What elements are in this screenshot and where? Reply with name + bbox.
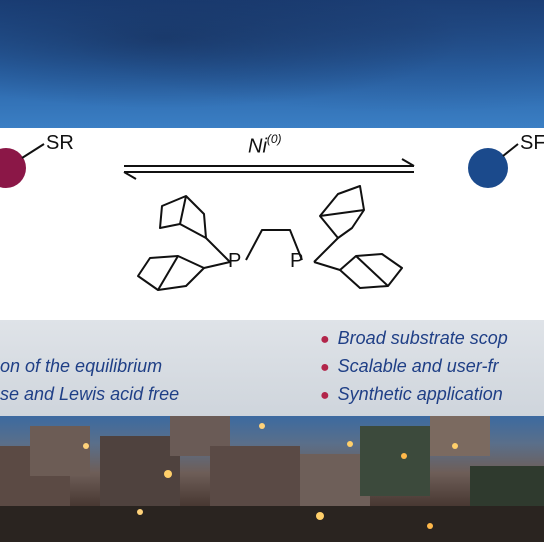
town-drawing	[0, 416, 544, 542]
right-bullet-2: ● Scalable and user-fr	[320, 356, 498, 377]
left-sphere	[0, 148, 26, 188]
town-background	[0, 416, 544, 542]
sky-background	[0, 0, 544, 128]
right-bullet-2-text: Scalable and user-fr	[337, 356, 499, 376]
catalyst-superscript: (0)	[266, 132, 282, 146]
left-bond	[21, 143, 45, 159]
right-sphere	[468, 148, 508, 188]
left-bullet-1: on of the equilibrium	[0, 356, 162, 377]
left-bullet-2-text: se and Lewis acid free	[0, 384, 180, 404]
scheme-drawing	[0, 143, 519, 291]
bullet-dot-icon: ●	[320, 359, 330, 376]
right-bond	[502, 143, 519, 157]
left-bullet-2: se and Lewis acid free	[0, 384, 179, 405]
phosphorus-right: P	[290, 250, 304, 272]
catalyst-text: Ni	[248, 135, 267, 158]
reaction-scheme: SR SF Ni(0) P P	[0, 128, 544, 320]
right-bullet-1-text: Broad substrate scop	[337, 328, 508, 348]
equilibrium-arrows	[123, 158, 415, 180]
bullet-dot-icon: ●	[320, 331, 330, 348]
phosphorus-left: P	[228, 250, 242, 272]
bullet-dot-icon: ●	[320, 387, 330, 404]
right-bullet-1: ● Broad substrate scop	[320, 328, 508, 349]
catalyst-label: Ni(0)	[248, 132, 282, 159]
left-bullet-1-text: on of the equilibrium	[0, 356, 163, 376]
features-band: on of the equilibrium se and Lewis acid …	[0, 320, 544, 416]
right-bullet-3-text: Synthetic application	[337, 384, 503, 404]
ligand-structure	[137, 185, 403, 291]
right-bullet-3: ● Synthetic application	[320, 384, 503, 405]
right-sr-label: SF	[520, 132, 544, 154]
left-sr-label: SR	[46, 132, 74, 154]
